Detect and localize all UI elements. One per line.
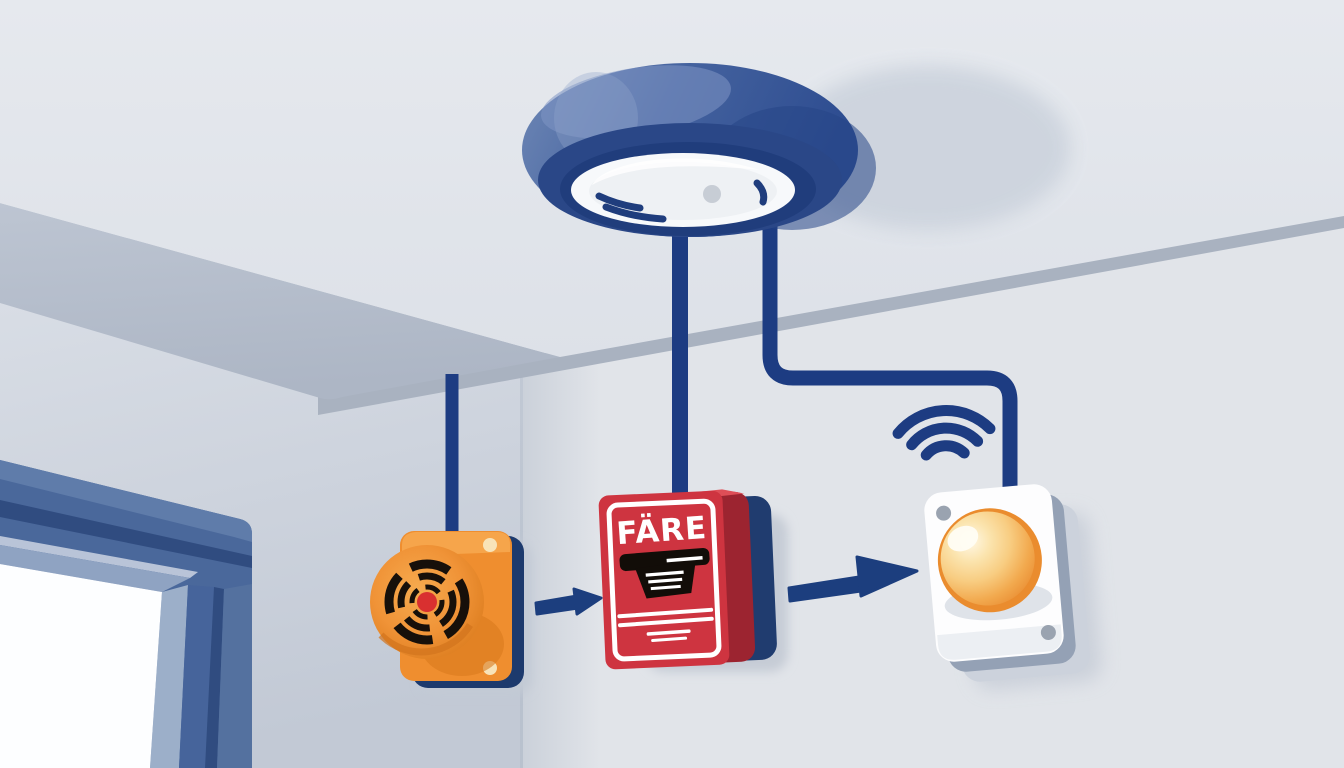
wire-detector-to-strobe bbox=[762, 215, 1018, 495]
door-jamb-right-light bbox=[150, 585, 188, 768]
ceiling-trim-line bbox=[318, 212, 1344, 415]
wifi-arc-outer bbox=[892, 405, 996, 439]
pull-station-label: FÄRE bbox=[615, 510, 708, 552]
door-jamb-highlight bbox=[0, 536, 198, 578]
pull-station-text-lines bbox=[617, 607, 714, 642]
strobe-light bbox=[924, 484, 1102, 690]
strobe-plate-bottom-shade bbox=[937, 624, 1062, 660]
detector-dome-highlight bbox=[541, 65, 731, 139]
door-jamb-face bbox=[0, 545, 190, 592]
pull-station-border bbox=[606, 498, 722, 662]
wires bbox=[445, 215, 1018, 540]
sounder-cone-rim bbox=[378, 623, 473, 656]
door-opening-light bbox=[0, 564, 162, 768]
strobe-screw-bottom bbox=[1040, 624, 1056, 640]
door-frame-top-edge bbox=[0, 460, 252, 542]
arrow-right-icon-1 bbox=[534, 587, 603, 616]
door-frame bbox=[0, 460, 252, 768]
sounder-speaker-rings bbox=[384, 559, 470, 645]
wifi-icon bbox=[892, 405, 996, 461]
soffit bbox=[0, 203, 560, 400]
door-frame-outer-band bbox=[217, 584, 252, 768]
sounder-center-dot bbox=[417, 592, 437, 612]
wifi-arc-middle bbox=[906, 422, 984, 451]
door-jamb-right-crease bbox=[205, 587, 224, 768]
strobe-screw-top bbox=[936, 505, 952, 521]
wifi-arc-inner bbox=[920, 440, 970, 461]
wall-corner-shading bbox=[520, 362, 600, 768]
door-frame-crease bbox=[0, 500, 252, 568]
detector-vent-slits bbox=[595, 179, 768, 223]
alarm-sounder bbox=[370, 531, 532, 694]
arrow-right-icon-2 bbox=[787, 555, 919, 603]
strobe-dome-highlight bbox=[947, 525, 979, 552]
pull-handle bbox=[619, 547, 710, 599]
smoke-detector bbox=[522, 63, 1070, 237]
sounder-screw-top bbox=[483, 538, 497, 552]
door-jamb-right-face bbox=[179, 585, 214, 768]
detector-underside-sheen bbox=[592, 158, 760, 185]
detector-test-button bbox=[703, 185, 721, 203]
pull-station: FÄRE bbox=[598, 489, 788, 672]
